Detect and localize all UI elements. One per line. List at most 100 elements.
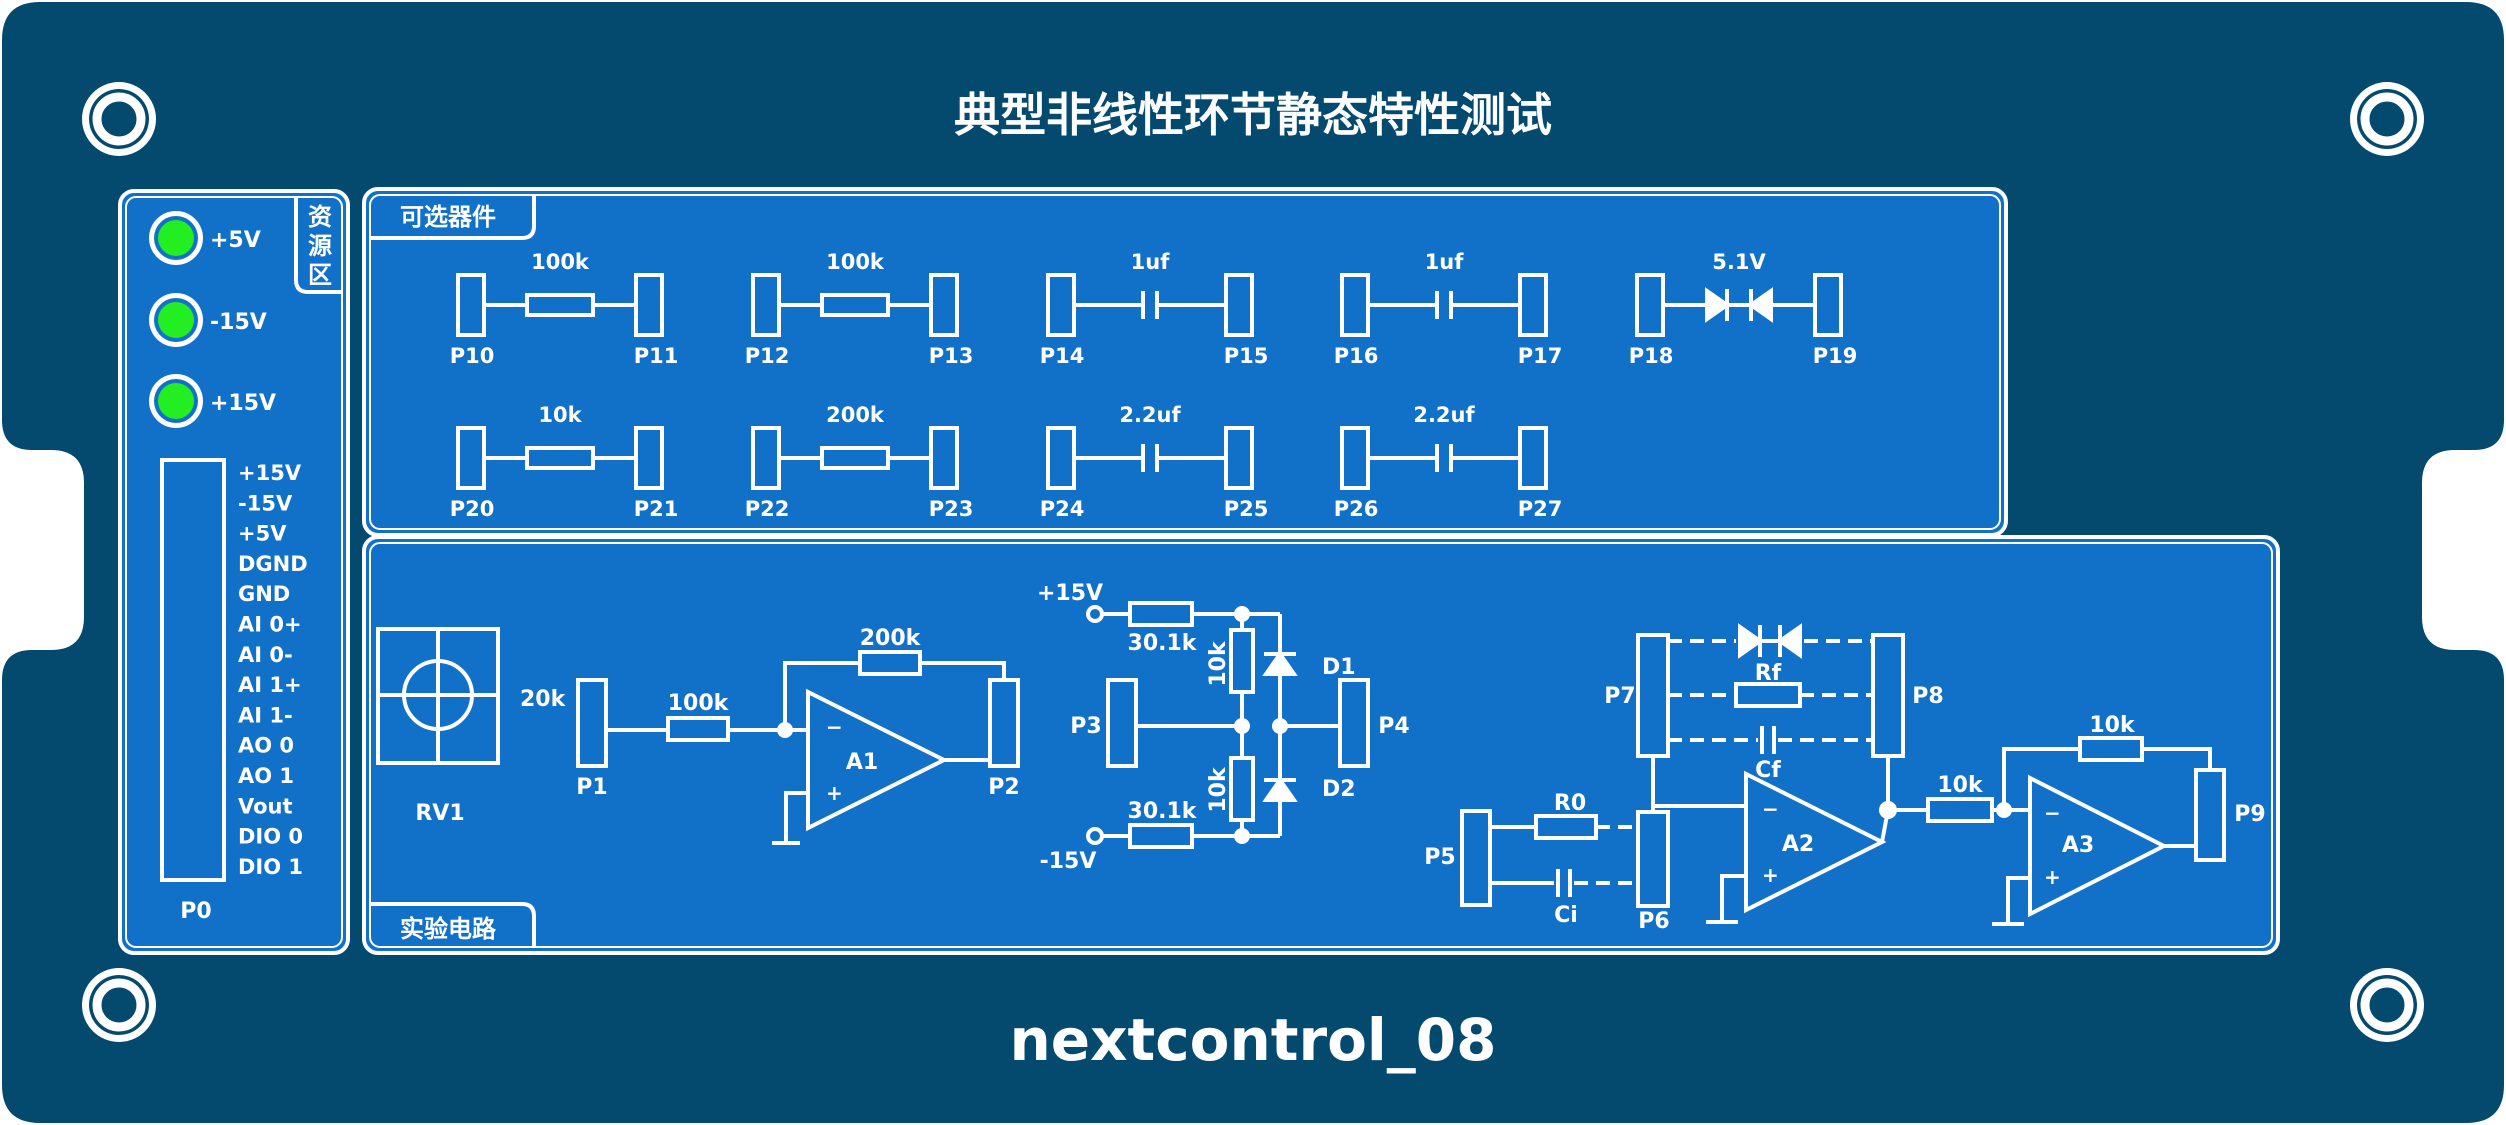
limiter-vpos: +15V: [1037, 581, 1103, 606]
rv1-label: RV1: [415, 801, 464, 826]
optional-left-label: P22: [745, 497, 790, 521]
optional-right-label: P21: [634, 497, 679, 521]
opamp-a2-minus: −: [1762, 797, 1779, 821]
terminal-p21[interactable]: [634, 426, 664, 490]
terminal-p1-label: P1: [576, 775, 607, 800]
p0-pin-label: DIO 0: [238, 825, 303, 849]
potentiometer-rv1[interactable]: [376, 627, 500, 765]
capacitor-ci-label: Ci: [1554, 903, 1578, 928]
terminal-p18[interactable]: [1635, 273, 1665, 337]
terminal-p6[interactable]: [1636, 810, 1670, 908]
terminal-p10[interactable]: [456, 273, 486, 337]
led-label-plus5v: +5V: [210, 228, 261, 253]
terminal-p15[interactable]: [1224, 273, 1254, 337]
p0-pin-label: AI 0-: [238, 643, 293, 667]
diode-d1-label: D1: [1322, 655, 1356, 680]
optional-value-label: 1uf: [1425, 250, 1465, 274]
diode-d2: [1262, 776, 1298, 802]
optional-value-label: 1uf: [1131, 250, 1171, 274]
optional-left-label: P14: [1040, 344, 1085, 368]
experiment-panel: [362, 535, 2280, 955]
connector-p0[interactable]: [160, 458, 226, 882]
optional-left-label: P24: [1040, 497, 1085, 521]
terminal-p9-label: P9: [2234, 802, 2265, 827]
terminal-p17[interactable]: [1518, 273, 1548, 337]
optional-right-label: P25: [1224, 497, 1269, 521]
led-plus5v: [149, 211, 203, 265]
led-plus15v: [149, 374, 203, 428]
terminal-p14[interactable]: [1046, 273, 1076, 337]
terminal-p7[interactable]: [1636, 633, 1670, 758]
terminal-p2[interactable]: [988, 678, 1020, 768]
rv1-value: 20k: [520, 687, 567, 712]
terminal-p24[interactable]: [1046, 426, 1076, 490]
mounting-hole-bottom-left: [82, 968, 156, 1042]
terminal-p8-label: P8: [1912, 684, 1943, 709]
optional-left-label: P10: [450, 344, 495, 368]
optional-right-label: P11: [634, 344, 679, 368]
terminal-p19[interactable]: [1813, 273, 1843, 337]
optional-value-label: 2.2uf: [1119, 403, 1181, 427]
terminal-p1[interactable]: [576, 678, 608, 768]
capacitor-cf: [1760, 726, 1776, 754]
resistor-limiter-mid-bot-value: 10k: [1206, 766, 1231, 813]
resistor-a1-in-value: 100k: [668, 691, 730, 716]
mounting-hole-top-right: [2350, 82, 2424, 156]
terminal-p9[interactable]: [2194, 768, 2226, 862]
led-label-minus15v: -15V: [210, 310, 267, 335]
resistor-r0-label: R0: [1554, 791, 1586, 816]
zener-rf-diodes: [1738, 623, 1802, 659]
optional-right-label: P27: [1518, 497, 1563, 521]
resistor-a3-in-value: 10k: [1937, 773, 1984, 798]
optional-parts-tab: 可选器件: [400, 203, 496, 231]
led-label-plus15v: +15V: [210, 391, 276, 416]
terminal-p16[interactable]: [1340, 273, 1370, 337]
terminal-p7-label: P7: [1604, 684, 1635, 709]
p0-pin-label: AI 0+: [238, 613, 302, 637]
p0-pin-label: AO 0: [238, 734, 294, 758]
p0-pin-label: DIO 1: [238, 855, 303, 879]
terminal-p27[interactable]: [1518, 426, 1548, 490]
terminal-p20[interactable]: [456, 426, 486, 490]
terminal-p5-label: P5: [1424, 845, 1455, 870]
p0-pin-label: -15V: [238, 491, 293, 515]
terminal-p23[interactable]: [929, 426, 959, 490]
optional-right-label: P13: [929, 344, 974, 368]
connector-p0-label: P0: [180, 899, 211, 924]
terminal-p25[interactable]: [1224, 426, 1254, 490]
optional-left-label: P26: [1334, 497, 1379, 521]
experiment-tab: 实验电路: [400, 915, 497, 943]
resistor-limiter-mid-top-value: 10k: [1206, 640, 1231, 687]
svg-text:−: −: [826, 715, 843, 739]
optional-parts-panel: [362, 187, 2008, 537]
optional-left-label: P20: [450, 497, 495, 521]
optional-right-label: P19: [1813, 344, 1858, 368]
optional-value-label: 5.1V: [1712, 250, 1766, 274]
p0-pin-label: AI 1+: [238, 673, 302, 697]
optional-left-label: P12: [745, 344, 790, 368]
terminal-p13[interactable]: [929, 273, 959, 337]
optional-value-label: 100k: [826, 250, 885, 274]
terminal-p8[interactable]: [1871, 633, 1905, 758]
optional-value-label: 10k: [538, 403, 582, 427]
terminal-p4-label: P4: [1378, 714, 1409, 739]
terminal-p11[interactable]: [634, 273, 664, 337]
opamp-a3-label: A3: [2062, 833, 2094, 858]
optional-value-label: 2.2uf: [1413, 403, 1475, 427]
terminal-p5[interactable]: [1460, 809, 1492, 907]
opamp-a1-label: A1: [846, 750, 878, 775]
terminal-p26[interactable]: [1340, 426, 1370, 490]
terminal-p22[interactable]: [751, 426, 781, 490]
terminal-p4[interactable]: [1338, 678, 1370, 768]
terminal-p12[interactable]: [751, 273, 781, 337]
terminal-p3[interactable]: [1106, 678, 1138, 768]
